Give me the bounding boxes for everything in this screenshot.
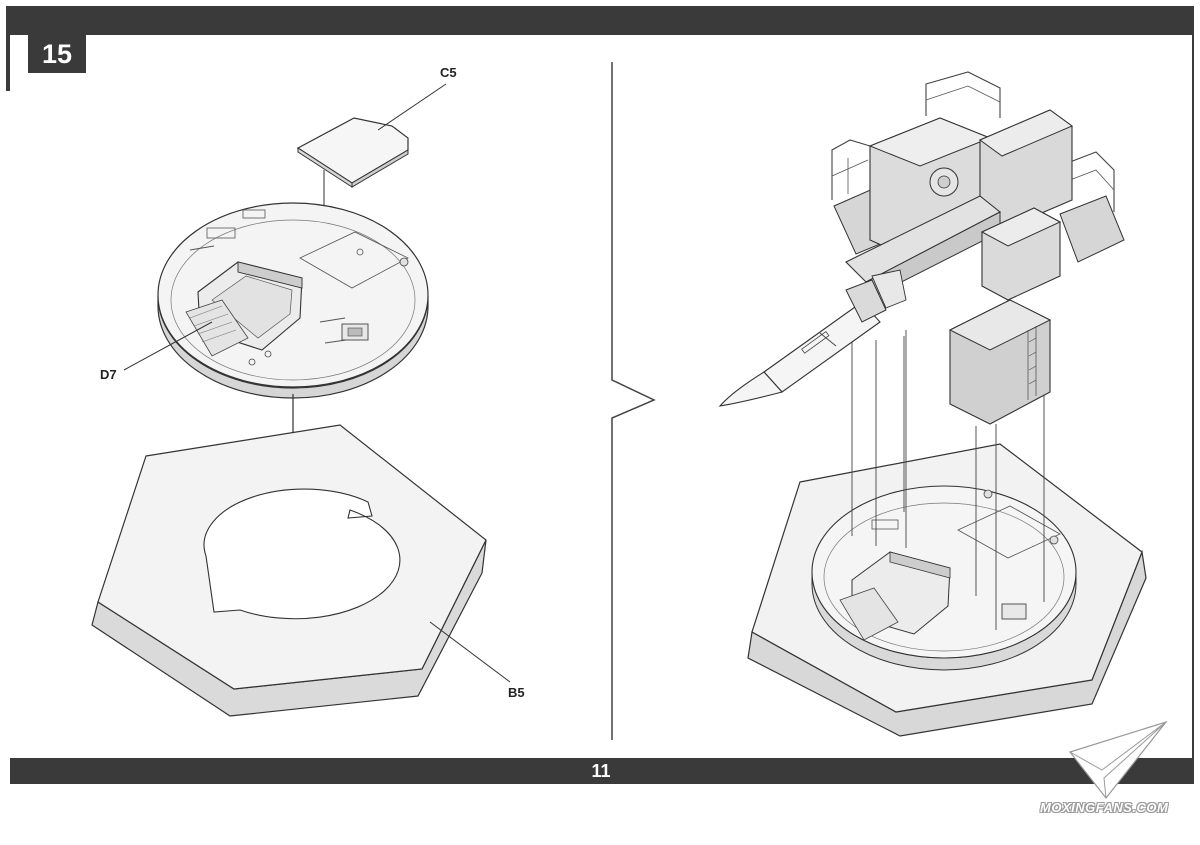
left-margin-mark: [6, 35, 10, 91]
leader-d7: [123, 321, 213, 371]
alignment-lines: [851, 330, 1045, 630]
watermark-text: MOXINGFANS.COM: [1040, 800, 1169, 815]
label-d7: D7: [100, 367, 117, 382]
part-c5-plate: [296, 117, 409, 188]
missile-launcher-assembly: [718, 71, 1125, 425]
right-edge-bar: [1192, 6, 1194, 784]
part-b5-hex-base: [91, 424, 487, 717]
leader-b5: [429, 621, 511, 683]
assembled-base: [747, 443, 1147, 737]
page-footer-bar: 11: [10, 758, 1192, 784]
page-divider: [611, 62, 656, 740]
label-b5: B5: [508, 685, 525, 700]
leader-c5: [377, 83, 447, 131]
top-header-bar: [6, 6, 1194, 35]
label-c5: C5: [440, 65, 457, 80]
step-number-badge: 15: [28, 35, 86, 73]
turret-disc-assembly: [157, 202, 429, 399]
page-number: 11: [591, 761, 611, 781]
